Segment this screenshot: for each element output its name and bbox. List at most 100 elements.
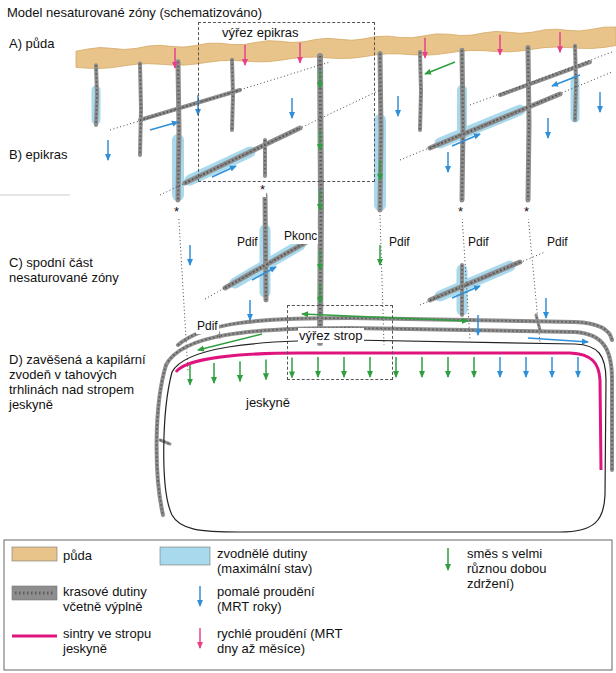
karst-cavity [265,195,266,300]
flow-arrow [174,48,176,68]
label-wrap: Pdif [236,232,259,250]
legend-text: rychlé proudění (MRT dny až měsíce) [216,626,351,656]
flow-arrow [452,286,480,298]
flow-arrow [319,70,321,88]
legend-item: směs s velmi různou dobou zdržení) [466,546,576,592]
flow-arrow [319,283,321,303]
flow-arrow [249,300,251,320]
flow-arrow [189,365,191,385]
node-label: jeskyně [245,395,291,410]
karst-fill [232,60,233,130]
legend-arrow [199,628,201,648]
fissure-line [400,72,612,160]
flow-arrow [499,35,501,55]
flow-arrow [291,98,293,118]
karst-illustration [0,27,616,670]
flow-arrow [447,357,449,377]
annotation: * [457,204,464,219]
flow-arrow [547,118,549,138]
annotation: Pdif [546,235,569,250]
karst-fill [380,54,381,210]
flow-arrow [212,166,236,177]
flow-arrow [189,245,191,265]
flow-arrow [425,62,455,74]
flow-arrow [319,190,321,210]
flow-arrow [477,315,479,335]
flow-arrow [473,357,475,377]
karst-fill [528,48,529,200]
legend-swatch [12,547,57,561]
legend-swatch [12,586,57,600]
karst-cavity [140,63,141,155]
annotation: Pdif [388,235,411,250]
zone-label: C) spodní část nesaturované zóny [8,255,143,285]
soil-band [76,27,616,68]
fissure-line [420,252,545,305]
karst-cavity [430,262,520,300]
cave-outline: jeskyně [165,338,610,536]
sinter-line [176,353,601,470]
flow-arrow [244,45,246,65]
karst-cavity [380,54,381,210]
separator-line [0,195,70,196]
flow-arrow [343,357,345,377]
title-wrap: Model nesaturované zóny (schematizováno) [6,3,263,21]
karst-fill [178,62,179,200]
flow-arrow [107,140,109,160]
annotation: * [259,182,266,197]
flow-arrow [499,357,501,377]
legend-text: půda [62,548,93,563]
karst-fill [320,56,321,343]
legend-text: sintry ve stropu jeskyně [62,626,157,656]
karst-fill [265,195,266,300]
flow-arrow [319,250,321,270]
legend-line [12,635,57,638]
cave-wall [164,340,606,532]
legend-item: krasové dutiny včetně výplně [62,584,157,615]
legend-text: pomalé proudění (MRT roky) [216,584,351,614]
zone-label: B) epikras [8,147,69,162]
flow-arrow [369,357,371,377]
flow-arrow [551,357,553,377]
flow-arrow [379,245,381,265]
legend-arrow [447,548,449,570]
swatch-texture [15,592,54,595]
annotation: Pdif [236,235,259,250]
karst-fill [140,63,141,155]
karst-fill [160,440,170,444]
node-label: výřez epikras [221,25,300,40]
label-wrap: * [173,202,180,220]
annotation: Pdif [196,319,219,334]
label-wrap: Pdif [467,232,490,250]
zone-label: D) zavěšená a kapilární zvodeň v tahovýc… [8,352,150,412]
flow-arrow [198,334,262,350]
flow-arrow [421,357,423,377]
legend-item: rychlé proudění (MRT dny až měsíce) [216,626,351,657]
flow-arrow [552,75,580,86]
node-label: výřez strop [298,328,364,343]
label-wrap: C) spodní část nesaturované zóny [8,255,143,286]
karst-fill [461,265,463,315]
karst-cavity [232,60,233,130]
flow-arrow [150,122,178,130]
fissure-line [380,215,384,345]
legend-item: sintry ve stropu jeskyně [62,626,157,657]
flow-arrow [291,358,293,378]
karst-cavity [462,50,463,200]
zone-label: A) půda [8,36,56,51]
karst-cavity [178,62,179,200]
karst-fill [536,315,540,330]
flow-arrow [252,267,276,280]
karst-cavity [536,315,540,330]
label-wrap: Pdif [546,232,569,250]
legend-swatch [160,547,210,565]
legend-text: směs s velmi různou dobou zdržení) [466,546,576,591]
cutout-box: výřez epikras [198,22,375,182]
karst-fill [420,52,421,130]
legend-item: půda [62,546,150,564]
label-wrap: A) půda [8,34,56,52]
label-wrap: D) zavěšená a kapilární zvodeň v tahovýc… [8,352,150,413]
annotation: * [523,204,530,219]
label-wrap: * [523,202,530,220]
